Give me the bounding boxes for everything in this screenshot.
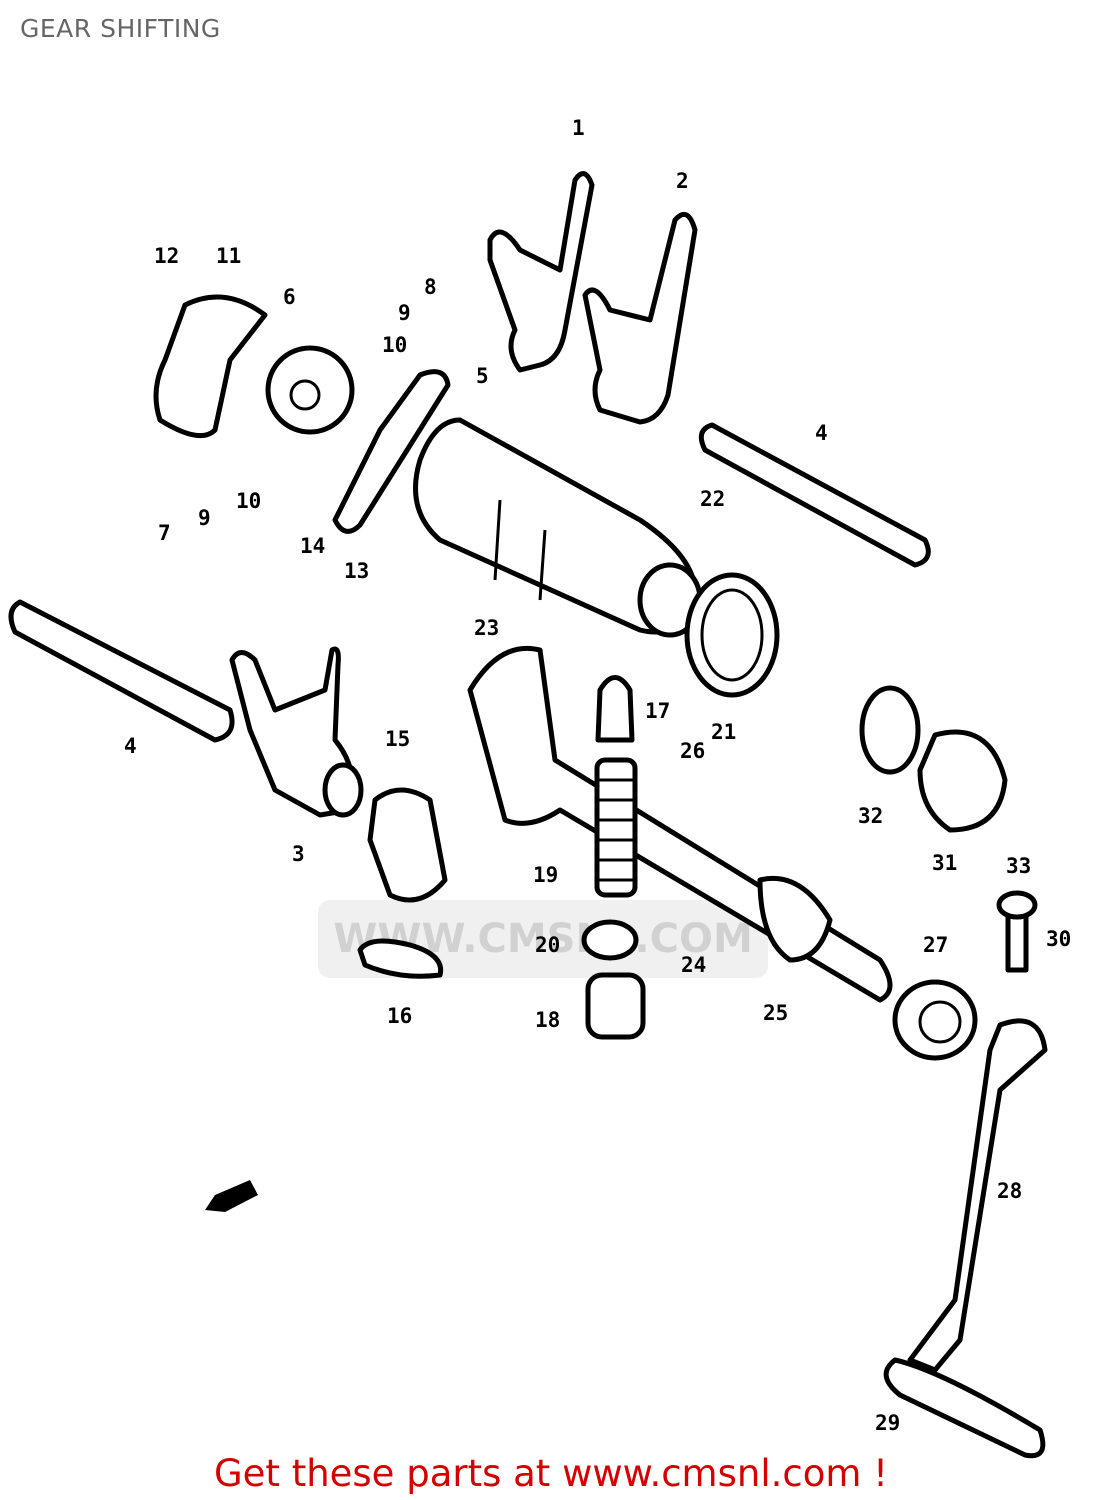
part-label-24: 24 — [681, 953, 706, 977]
o-ring-32 — [859, 685, 921, 775]
part-label-7: 7 — [158, 521, 171, 545]
spring-19 — [594, 757, 638, 898]
part-label-11: 11 — [216, 244, 241, 268]
washer-20 — [581, 919, 639, 961]
part-label-14: 14 — [300, 534, 325, 558]
part-label-9: 9 — [198, 506, 211, 530]
part-label-17: 17 — [645, 699, 670, 723]
part-label-9: 9 — [398, 301, 411, 325]
spring-16 — [357, 938, 444, 979]
part-label-25: 25 — [763, 1001, 788, 1025]
front-arrow-icon — [205, 1180, 258, 1212]
shift-fork-shaft-upper — [698, 422, 931, 568]
cam-stopper-15 — [367, 787, 448, 903]
part-label-32: 32 — [858, 804, 883, 828]
footer-link[interactable]: Get these parts at www.cmsnl.com ! — [213, 1452, 888, 1495]
part-label-33: 33 — [1006, 854, 1031, 878]
part-label-23: 23 — [474, 616, 499, 640]
part-label-29: 29 — [875, 1411, 900, 1435]
shift-fork-3 — [229, 646, 364, 818]
part-label-28: 28 — [997, 1179, 1022, 1203]
cover-31 — [917, 729, 1008, 833]
part-label-26: 26 — [680, 739, 705, 763]
part-label-22: 22 — [700, 487, 725, 511]
cam-guide — [332, 369, 451, 534]
part-label-20: 20 — [535, 933, 560, 957]
part-label-6: 6 — [283, 285, 296, 309]
part-label-1: 1 — [572, 116, 585, 140]
part-label-4: 4 — [815, 421, 828, 445]
part-label-2: 2 — [676, 169, 689, 193]
shift-fork-2 — [582, 211, 698, 425]
bolt-30 — [996, 890, 1038, 973]
part-label-10: 10 — [382, 333, 407, 357]
part-label-30: 30 — [1046, 927, 1071, 951]
part-label-15: 15 — [385, 727, 410, 751]
plug-18 — [585, 972, 646, 1040]
cam-driven-gear — [265, 345, 355, 435]
part-label-19: 19 — [533, 863, 558, 887]
shift-fork-shaft-lower — [8, 599, 235, 743]
oil-seal-27 — [892, 979, 978, 1061]
part-label-8: 8 — [424, 275, 437, 299]
part-label-3: 3 — [292, 842, 305, 866]
gear-shift-shaft — [467, 645, 893, 1003]
part-label-12: 12 — [154, 244, 179, 268]
cam-stopper-plate — [153, 294, 268, 439]
circlip-21 — [684, 572, 780, 698]
gear-shift-cam-drum — [413, 417, 703, 638]
part-label-21: 21 — [711, 720, 736, 744]
part-label-16: 16 — [387, 1004, 412, 1028]
shift-fork-1 — [487, 171, 595, 373]
part-label-5: 5 — [476, 364, 489, 388]
pin-17 — [595, 675, 635, 743]
part-label-27: 27 — [923, 933, 948, 957]
part-label-31: 31 — [932, 851, 957, 875]
spring-25 — [757, 875, 833, 963]
part-label-13: 13 — [344, 559, 369, 583]
part-label-18: 18 — [535, 1008, 560, 1032]
part-label-4: 4 — [124, 734, 137, 758]
part-label-10: 10 — [236, 489, 261, 513]
gear-shift-lever — [883, 1018, 1048, 1459]
diagram-title: GEAR SHIFTING — [20, 14, 221, 43]
